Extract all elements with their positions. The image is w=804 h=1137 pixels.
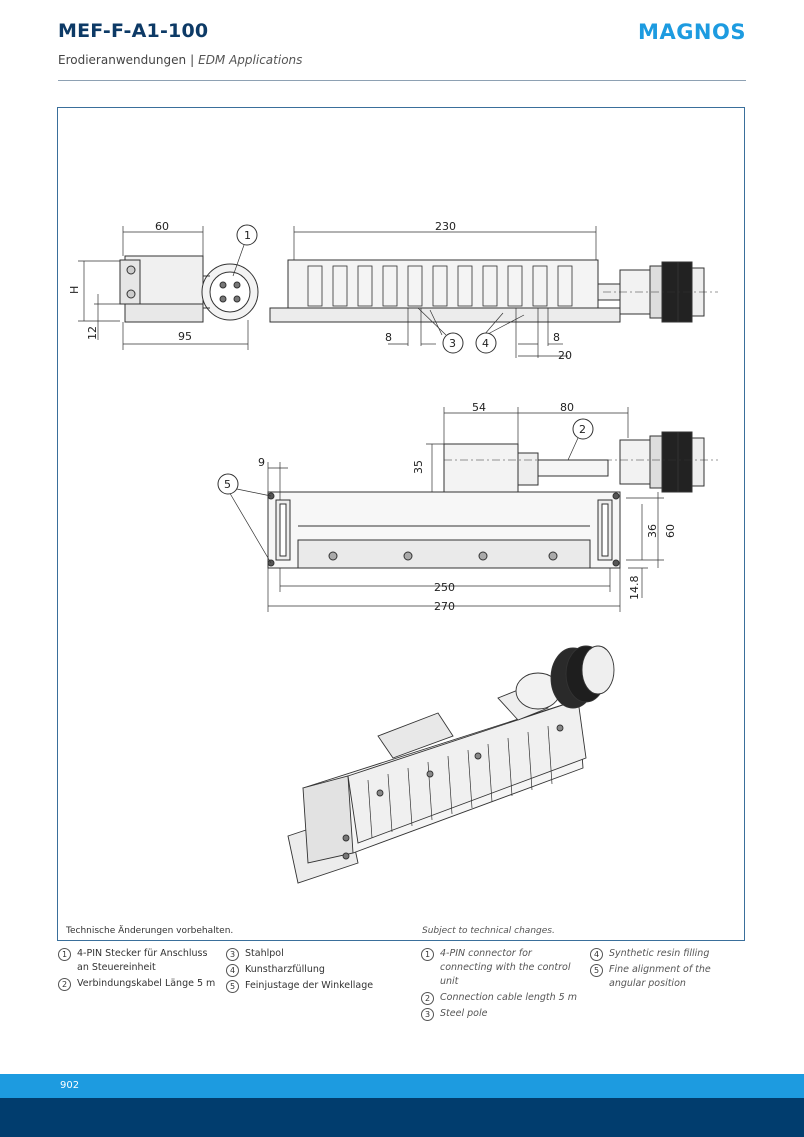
- legend-number: 5: [226, 980, 239, 993]
- end-view: [119, 255, 259, 323]
- note-technical-changes-en: Subject to technical changes.: [422, 926, 555, 936]
- subtitle-separator: |: [190, 53, 195, 67]
- dim-14-8: 14.8: [628, 576, 641, 601]
- callout-5: 5: [224, 478, 231, 491]
- dim-8-left: 8: [385, 331, 392, 344]
- legend-text: Kunstharzfüllung: [245, 964, 325, 975]
- legend-text: Fine alignment of the angular position: [609, 964, 711, 989]
- dim-35: 35: [412, 460, 425, 474]
- subtitle-de: Erodieranwendungen: [58, 53, 187, 67]
- magnos-logo: MAGNOS: [638, 20, 746, 44]
- legend-text: Verbindungskabel Länge 5 m: [77, 978, 216, 989]
- legend-text: Steel pole: [440, 1008, 488, 1019]
- callout-3: 3: [449, 337, 456, 350]
- callout-2: 2: [579, 423, 586, 436]
- legend-text: Synthetic resin filling: [609, 948, 710, 959]
- legend-number: 1: [58, 948, 71, 961]
- dim-12: 12: [86, 326, 99, 340]
- dim-20: 20: [558, 349, 572, 362]
- legend-item: 1 4-PIN connector for connecting with the…: [421, 947, 583, 989]
- dim-60: 60: [155, 220, 169, 233]
- legend-number: 5: [590, 964, 603, 977]
- legend-en-column-1: 1 4-PIN connector for connecting with the…: [421, 947, 583, 1023]
- callout-1: 1: [244, 229, 251, 242]
- legend-item: 3 Steel pole: [421, 1007, 583, 1021]
- legend-item: 5 Fine alignment of the angular position: [590, 963, 750, 991]
- legend-item: 1 4-PIN Stecker für Anschluss an Steuerei…: [58, 947, 218, 975]
- legend-item: 3 Stahlpol: [226, 947, 386, 961]
- top-view-dims: [227, 407, 664, 612]
- dim-54: 54: [472, 401, 486, 414]
- callout-2-circle: [572, 418, 594, 440]
- subtitle-en: EDM Applications: [198, 53, 303, 67]
- legend-number: 1: [421, 948, 434, 961]
- page-title: MEF-F-A1-100: [58, 20, 209, 42]
- legend-text: Connection cable length 5 m: [440, 992, 577, 1003]
- dim-250: 250: [434, 581, 455, 594]
- callout-3-circle: [442, 332, 464, 354]
- legend-item: 2 Verbindungskabel Länge 5 m: [58, 977, 218, 991]
- dim-36: 36: [646, 524, 659, 538]
- dim-60-vertical: 60: [664, 524, 677, 538]
- side-view: [269, 259, 718, 323]
- legend-item: 4 Kunstharzfüllung: [226, 963, 386, 977]
- isometric-view: [287, 645, 615, 884]
- dim-230: 230: [435, 220, 456, 233]
- legend-en-column-2: 4 Synthetic resin filling 5 Fine alignment…: [590, 947, 750, 993]
- callout-4: 4: [482, 337, 489, 350]
- callout-5-circle: [217, 473, 239, 495]
- legend-de-column-1: 1 4-PIN Stecker für Anschluss an Steuerei…: [58, 947, 218, 993]
- dim-80: 80: [560, 401, 574, 414]
- legend-text: 4-PIN Stecker für Anschluss an Steuerein…: [77, 948, 208, 973]
- callout-1-circle: [236, 224, 258, 246]
- dim-9: 9: [258, 456, 265, 469]
- legend-number: 3: [226, 948, 239, 961]
- dim-8-right: 8: [553, 331, 560, 344]
- page-number: 902: [60, 1080, 80, 1091]
- legend-number: 4: [226, 964, 239, 977]
- legend-item: 4 Synthetic resin filling: [590, 947, 750, 961]
- legend-number: 2: [421, 992, 434, 1005]
- dim-h: H: [68, 286, 81, 294]
- footer-band-light: [0, 1074, 804, 1098]
- legend-de-column-2: 3 Stahlpol 4 Kunstharzfüllung 5 Feinjustage…: [226, 947, 386, 995]
- dim-270: 270: [434, 600, 455, 613]
- dim-95: 95: [178, 330, 192, 343]
- legend-text: Stahlpol: [245, 948, 284, 959]
- note-technical-changes-de: Technische Änderungen vorbehalten.: [66, 926, 234, 936]
- technical-drawing: 60 95 H 12 1: [68, 220, 718, 884]
- drawing-frame: 60 95 H 12 1: [57, 107, 745, 941]
- top-view: [267, 431, 718, 569]
- header-divider: [58, 80, 746, 81]
- legend-text: 4-PIN connector for connecting with the …: [440, 948, 571, 987]
- legend-text: Feinjustage der Winkellage: [245, 980, 374, 991]
- page-subtitle: Erodieranwendungen|EDM Applications: [58, 53, 302, 67]
- legend-item: 5 Feinjustage der Winkellage: [226, 979, 386, 993]
- side-view-dims: [293, 226, 597, 358]
- legend-number: 2: [58, 978, 71, 991]
- end-view-dims: [78, 226, 249, 350]
- legend-number: 3: [421, 1008, 434, 1021]
- callout-4-circle: [475, 332, 497, 354]
- legend-item: 2 Connection cable length 5 m: [421, 991, 583, 1005]
- legend-number: 4: [590, 948, 603, 961]
- footer-band-dark: [0, 1098, 804, 1137]
